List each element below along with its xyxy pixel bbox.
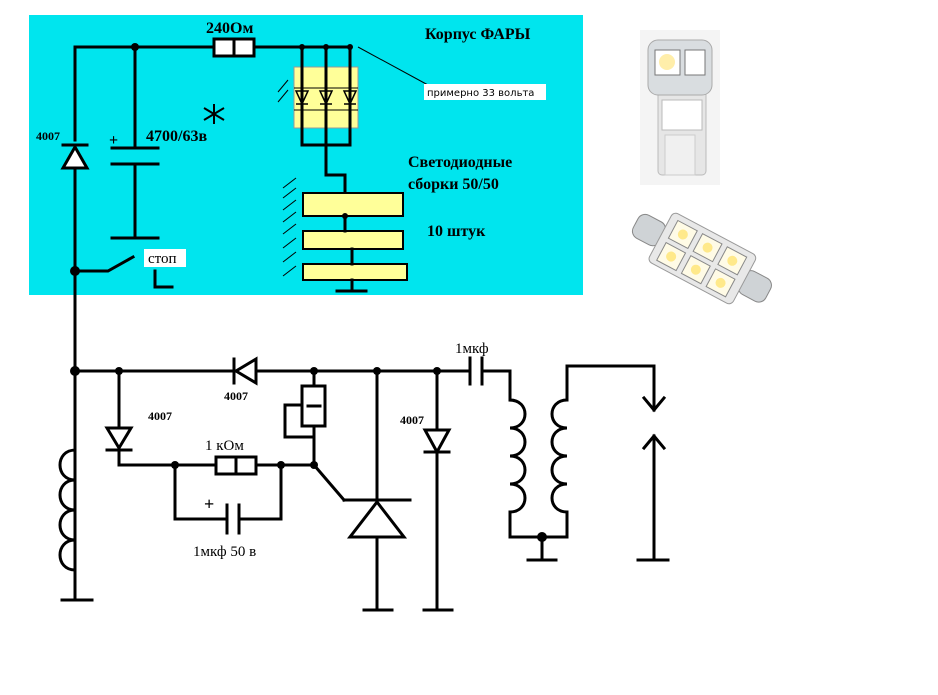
diode-rail [233, 356, 258, 386]
led-assemblies-label-2: сборки 50/50 [408, 176, 499, 193]
led-assemblies-label-1: Светодиодные [408, 154, 512, 171]
led-assembly-1 [302, 192, 404, 217]
resistor-1k-label: 1 кОм [205, 438, 244, 454]
diode-second-label: 4007 [148, 409, 172, 423]
spark-gap-bottom [641, 433, 667, 451]
thyristor [346, 499, 408, 539]
spark-gap-top [641, 395, 667, 413]
voltage-note: примерно 33 вольта [427, 88, 534, 99]
led-assembly-3 [302, 263, 408, 281]
diode-left-label: 4007 [36, 129, 60, 143]
stop-label: стоп [148, 251, 177, 267]
transformer-primary [508, 398, 569, 539]
diode-right-label: 4007 [400, 413, 424, 427]
led-count-label: 10 штук [427, 223, 486, 240]
led-light-arrows [282, 177, 297, 277]
led-light-arrows-top [277, 79, 289, 103]
wire-lower-rail [73, 369, 512, 402]
diode-left [60, 143, 90, 170]
cap-mid-label: 1мкф 50 в [193, 544, 256, 560]
asterisk-mark [203, 104, 225, 124]
led-assembly-2 [302, 230, 404, 250]
cap-4700-label: 4700/63в [146, 128, 207, 145]
transformer-secondary [550, 364, 569, 539]
coil-left [58, 448, 94, 602]
svg-text:+: + [204, 494, 214, 514]
diode-second [104, 426, 134, 451]
diode-rail-label: 4007 [224, 389, 248, 403]
diode-right [422, 428, 452, 456]
voltage-note-box [424, 84, 546, 100]
resistor-240-label: 240Ом [206, 20, 253, 37]
housing-label: Корпус ФАРЫ [425, 26, 531, 43]
svg-text:+: + [109, 132, 118, 149]
cap-1uf-label: 1мкф [455, 341, 489, 357]
wire-cap-top [110, 45, 160, 240]
stop-switch [73, 254, 174, 289]
led-bulb-t10-photo [640, 30, 720, 185]
led-festoon-photo [631, 212, 772, 305]
